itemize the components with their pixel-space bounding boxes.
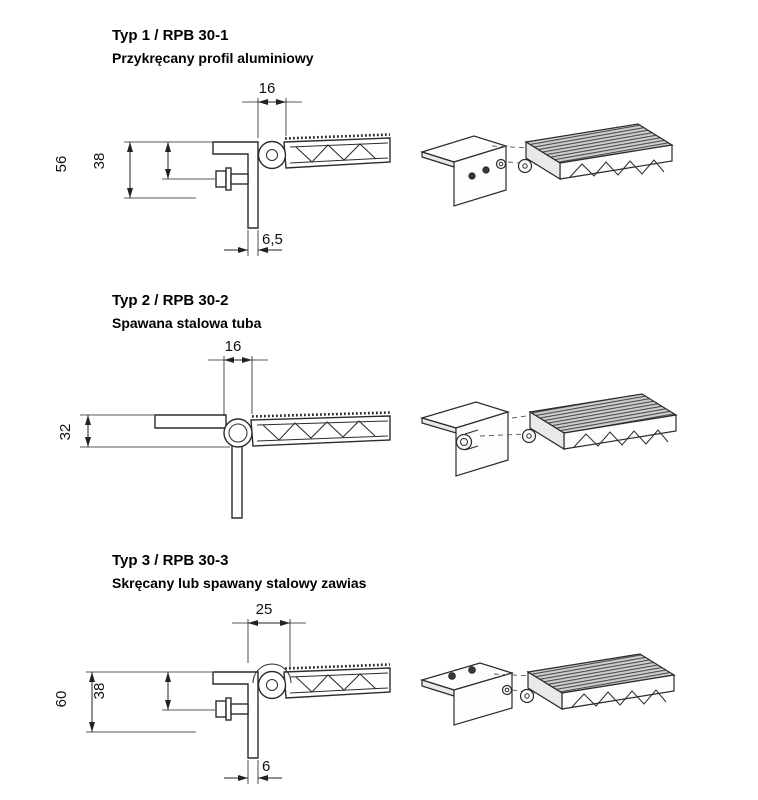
section3-subtitle: Skręcany lub spawany stalowy zawias [112, 575, 367, 591]
section1-subtitle: Przykręcany profil aluminiowy [112, 50, 314, 66]
steel-tube [223, 418, 253, 448]
dim-left-outer-60: 60 [53, 671, 212, 733]
cross-section-typ1: 16 56 38 6,5 [53, 80, 391, 256]
plank-3d [519, 653, 676, 711]
dim-top-25: 25 [232, 601, 306, 667]
isometric-view-typ2 [419, 393, 678, 477]
dim-outer-value: 56 [53, 156, 70, 173]
section2-title: Typ 2 / RPB 30-2 [112, 292, 229, 309]
mounting-bracket [212, 141, 259, 229]
angle-bracket-3d [419, 662, 515, 726]
dim-bottom-value: 6,5 [262, 231, 283, 248]
plank-profile [283, 663, 391, 699]
dim-left-inner-38: 38 [91, 142, 215, 180]
hinge-knuckle [257, 670, 287, 700]
dim-top-value: 16 [225, 338, 242, 355]
dim-bottom-65: 6,5 [224, 230, 283, 256]
dim-outer-value: 32 [57, 424, 74, 441]
dim-left-inner-38: 38 [91, 672, 215, 711]
plank-3d [517, 123, 674, 181]
dim-top-value: 16 [259, 80, 276, 97]
dim-left-outer-32: 32 [57, 414, 230, 448]
section3-title: Typ 3 / RPB 30-3 [112, 552, 229, 569]
dim-top-value: 25 [256, 601, 273, 618]
bolt [215, 167, 249, 191]
section1-title: Typ 1 / RPB 30-1 [112, 27, 229, 44]
dim-top-16: 16 [242, 80, 302, 138]
section2-subtitle: Spawana stalowa tuba [112, 315, 262, 331]
isometric-view-typ3 [419, 653, 676, 726]
cross-section-typ3: 25 60 38 6 [53, 601, 391, 784]
isometric-view-typ1 [419, 123, 674, 207]
bolt [215, 697, 249, 721]
dim-inner-value: 38 [91, 683, 108, 700]
dim-left-outer-56: 56 [53, 141, 212, 199]
plank-profile [250, 411, 391, 447]
angle-bracket-3d [419, 135, 509, 207]
dim-inner-value: 38 [91, 153, 108, 170]
plank-3d [521, 393, 678, 451]
cross-section-typ2: 16 32 [57, 338, 391, 519]
dim-bottom-value: 6 [262, 758, 270, 775]
dim-bottom-6: 6 [224, 758, 282, 784]
hinge-leaf [252, 663, 292, 684]
dim-outer-value: 60 [53, 691, 70, 708]
plank-profile [283, 133, 391, 169]
hinge-knuckle [257, 140, 287, 170]
angle-bracket-3d [419, 401, 511, 477]
dim-top-16: 16 [208, 338, 268, 416]
